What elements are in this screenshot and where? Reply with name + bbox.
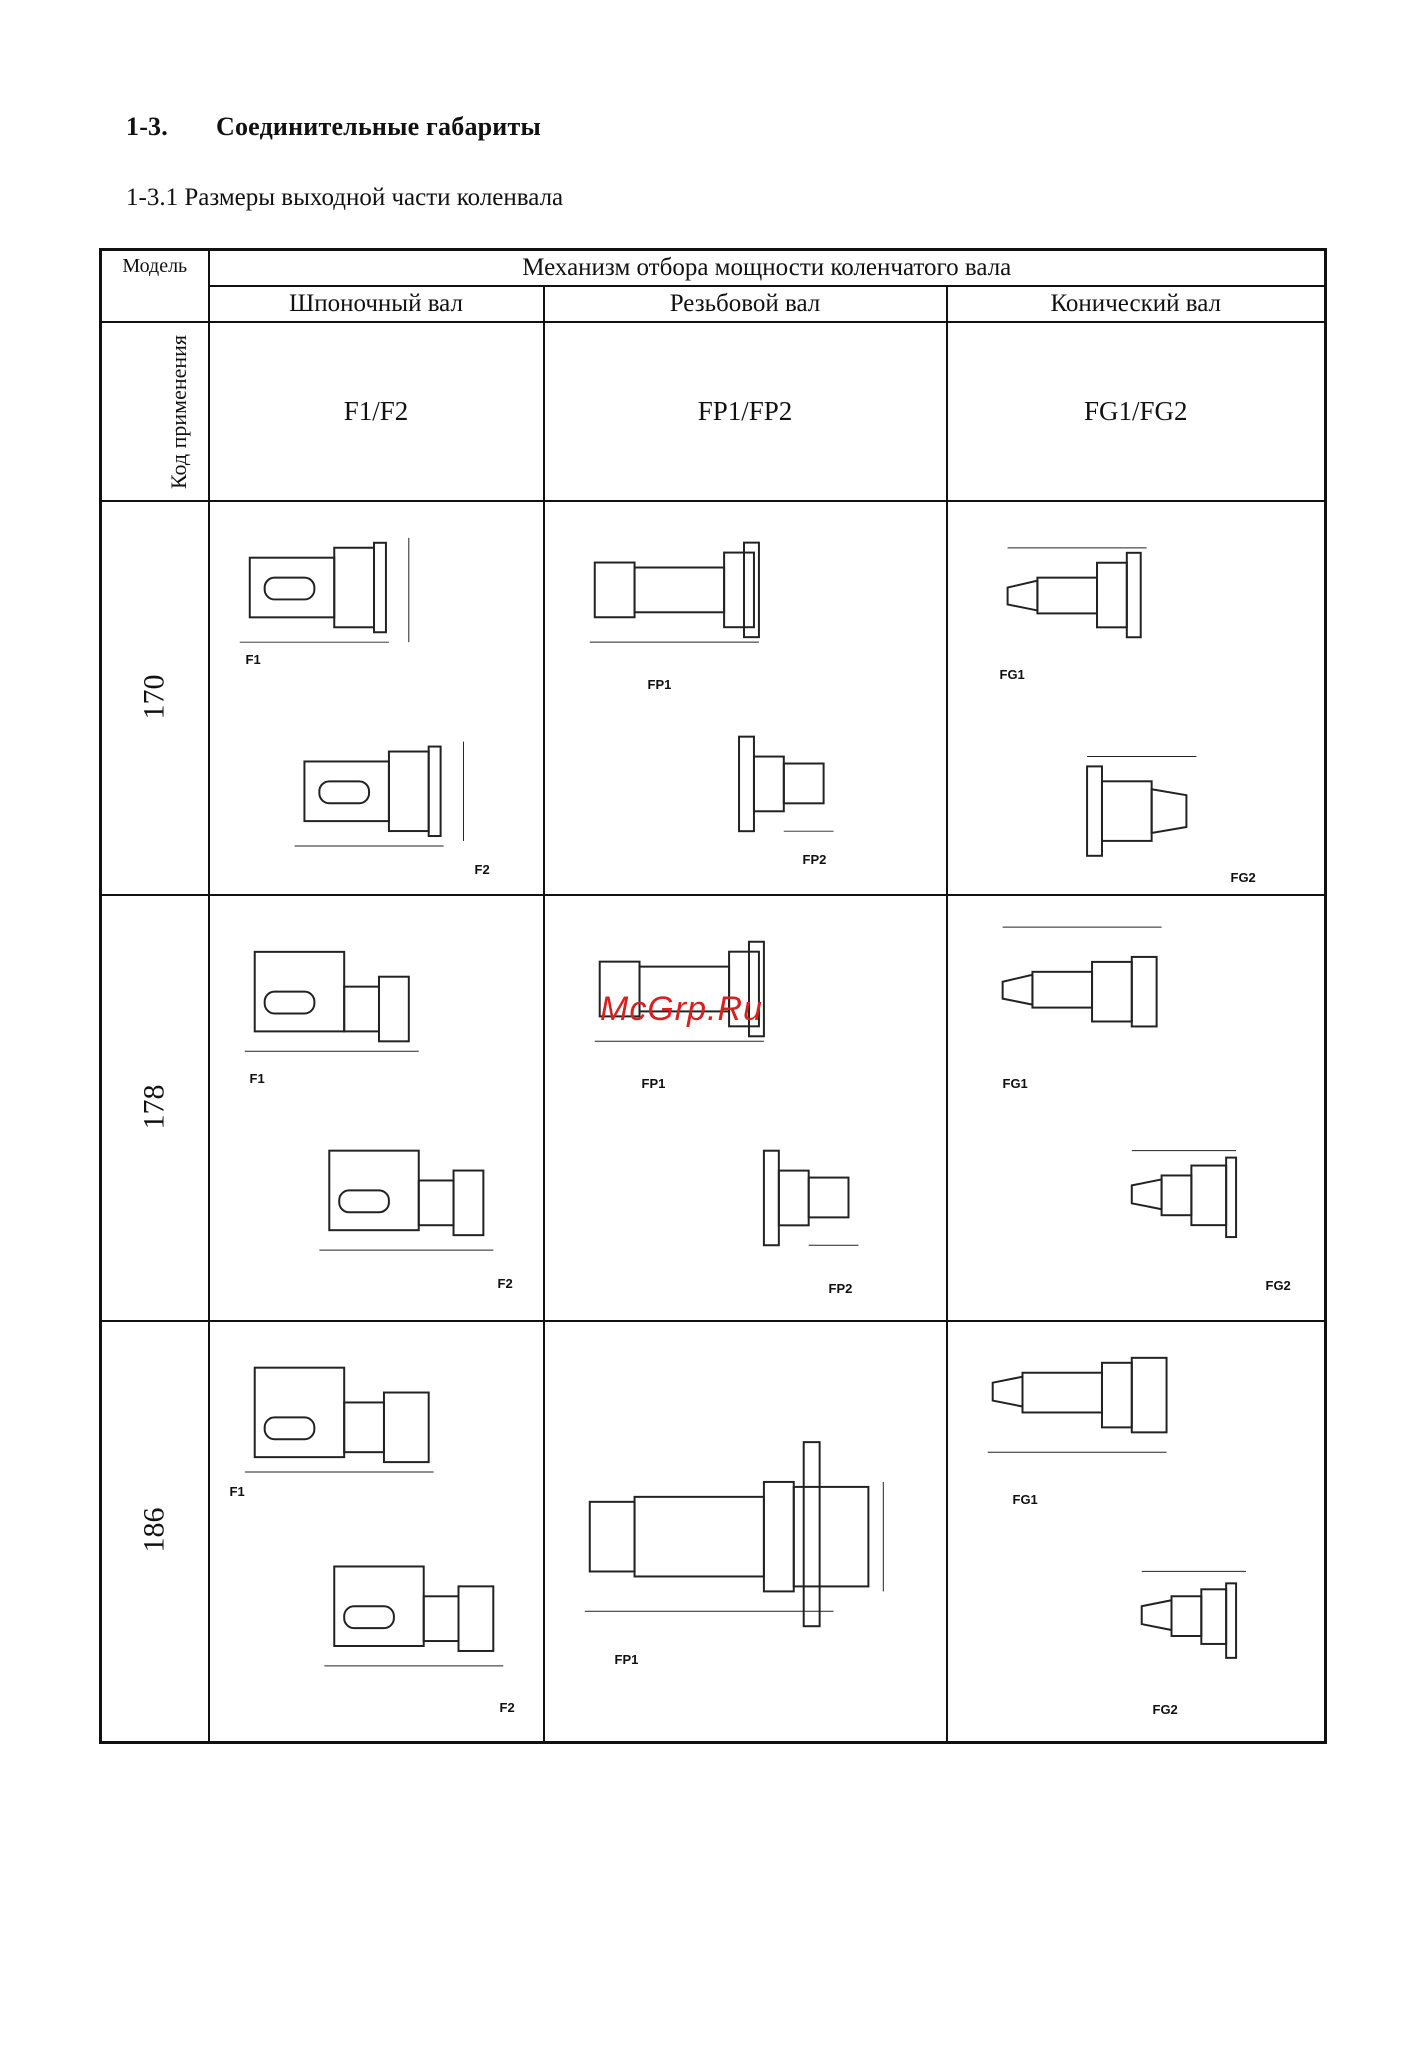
model-178-label: 178 <box>143 1084 167 1129</box>
section-heading: 1-3.Соединительные габариты <box>126 112 541 142</box>
tapered-shaft-drawing <box>948 1322 1325 1741</box>
subsection-title: 1-3.1 Размеры выходной части коленвала <box>126 184 563 212</box>
column-header-keyed-shaft: Шпоночный вал <box>209 286 544 322</box>
code-threaded-shaft: FP1/FP2 <box>544 322 947 501</box>
threaded-shaft-drawing <box>545 1322 946 1741</box>
application-code-label-cell: Код применения <box>101 322 209 501</box>
drawing-cell-170-threaded: FP1 FP2 <box>544 501 947 895</box>
row-label-cell: 186 <box>101 1321 209 1743</box>
code-tapered-shaft: FG1/FG2 <box>947 322 1326 501</box>
drawing-label: FG2 <box>1231 870 1256 885</box>
drawing-cell-178-keyed: F1 F2 <box>209 895 544 1321</box>
keyed-shaft-drawing <box>210 896 543 1320</box>
code-keyed-shaft: F1/F2 <box>209 322 544 501</box>
model-186-label: 186 <box>143 1508 167 1553</box>
keyed-shaft-drawing <box>210 1322 543 1741</box>
tapered-shaft-drawing <box>948 896 1325 1320</box>
drawing-label: FG2 <box>1153 1702 1178 1717</box>
model-170-label: 170 <box>143 674 167 719</box>
drawing-cell-170-tapered: FG1 FG2 <box>947 501 1326 895</box>
drawing-label: FP2 <box>803 852 827 867</box>
drawing-label: FP1 <box>642 1076 666 1091</box>
drawing-cell-170-keyed: F1 F2 <box>209 501 544 895</box>
drawing-label: F2 <box>498 1276 513 1291</box>
drawing-cell-186-keyed: F1 F2 <box>209 1321 544 1743</box>
section-title: Соединительные габариты <box>216 112 541 141</box>
drawing-label: FP1 <box>615 1652 639 1667</box>
drawing-label: F1 <box>230 1484 245 1499</box>
drawing-label: FG1 <box>1000 667 1025 682</box>
tapered-shaft-drawing <box>948 502 1325 894</box>
drawing-label: FG1 <box>1013 1492 1038 1507</box>
keyed-shaft-drawing <box>210 502 543 894</box>
column-header-tapered-shaft: Конический вал <box>947 286 1326 322</box>
row-label-cell: 170 <box>101 501 209 895</box>
threaded-shaft-drawing <box>545 502 946 894</box>
drawing-label: FG1 <box>1003 1076 1028 1091</box>
pto-group-header: Механизм отбора мощности коленчатого вал… <box>209 250 1326 287</box>
threaded-shaft-drawing <box>545 896 946 1320</box>
model-header: Модель <box>101 250 209 323</box>
drawing-label: F2 <box>475 862 490 877</box>
section-number: 1-3. <box>126 112 216 142</box>
column-header-threaded-shaft: Резьбовой вал <box>544 286 947 322</box>
drawing-label: F1 <box>246 652 261 667</box>
drawing-cell-186-tapered: FG1 FG2 <box>947 1321 1326 1743</box>
drawing-label: F1 <box>250 1071 265 1086</box>
drawing-label: FP2 <box>829 1281 853 1296</box>
watermark: McGrp.Ru <box>600 990 763 1029</box>
drawing-label: FG2 <box>1266 1278 1291 1293</box>
application-code-label: Код применения <box>167 335 191 489</box>
drawing-label: FP1 <box>648 677 672 692</box>
row-label-cell: 178 <box>101 895 209 1321</box>
drawing-cell-178-threaded: FP1 FP2 <box>544 895 947 1321</box>
drawing-cell-178-tapered: FG1 FG2 <box>947 895 1326 1321</box>
drawing-label: F2 <box>500 1700 515 1715</box>
drawing-cell-186-threaded: FP1 <box>544 1321 947 1743</box>
